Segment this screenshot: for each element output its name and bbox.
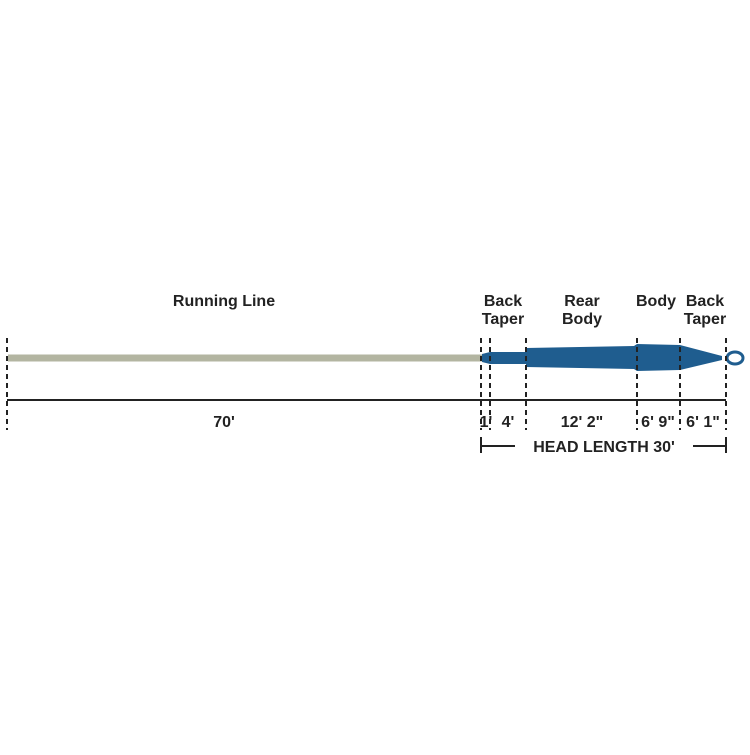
head-length-bracket xyxy=(480,437,727,453)
length-front-taper: 6' 1" xyxy=(686,414,720,431)
label-back-taper-line2: Taper xyxy=(482,311,524,328)
length-seg-2: 4' xyxy=(502,414,515,431)
label-back-taper-line1: Back xyxy=(484,293,522,310)
label-rear-body-line1: Rear xyxy=(564,293,600,310)
head-length-label: HEAD LENGTH 30' xyxy=(533,439,675,456)
length-body: 6' 9" xyxy=(641,414,675,431)
length-running-line: 70' xyxy=(213,414,235,431)
head-shape xyxy=(482,344,722,371)
section-dividers xyxy=(6,338,727,430)
label-rear-body-line2: Body xyxy=(562,311,602,328)
length-rear-body: 12' 2" xyxy=(561,414,604,431)
label-body: Body xyxy=(636,293,676,310)
length-seg-1: 1' xyxy=(480,414,493,431)
label-front-taper-line1: Back xyxy=(686,293,724,310)
label-front-taper-line2: Taper xyxy=(684,311,726,328)
tip-loop-icon xyxy=(725,350,745,366)
label-running-line: Running Line xyxy=(173,293,275,310)
